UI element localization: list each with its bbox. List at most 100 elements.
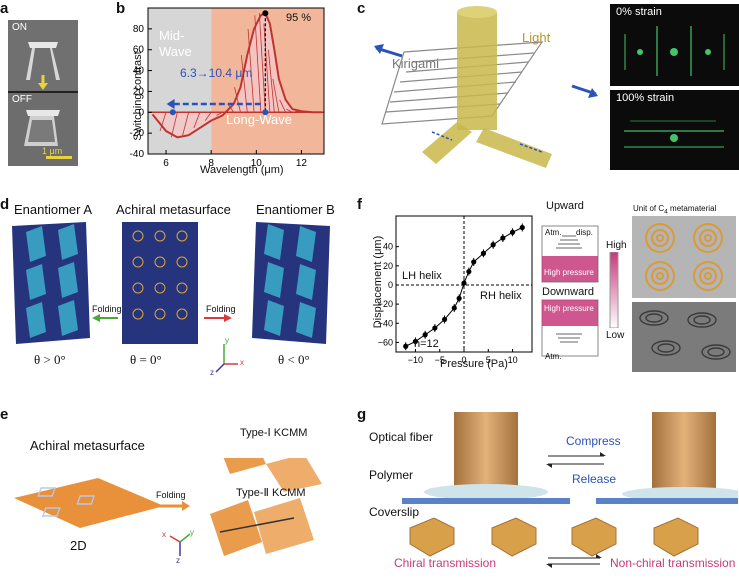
chart-f-series <box>403 223 525 351</box>
data-point <box>466 268 472 275</box>
data-point <box>422 332 428 338</box>
axis-y-d: y <box>225 336 229 345</box>
coverslip-label: Coverslip <box>369 505 420 519</box>
upward-label: Upward <box>546 200 584 212</box>
data-point <box>490 242 496 248</box>
hatch-line <box>247 28 255 113</box>
percent-label: 95 % <box>286 12 312 24</box>
fiber-illustration <box>402 412 738 568</box>
theta-b-label: θ < 0° <box>278 352 310 367</box>
n-label: n=12 <box>414 338 439 350</box>
panel-label-d: d <box>0 196 10 213</box>
y-tick-label: 80 <box>133 24 145 35</box>
y-tick-label-f: −20 <box>378 299 393 309</box>
y-axis-label: Switching contrast <box>132 51 144 141</box>
c4-unit-title-post: metamaterial <box>667 204 717 213</box>
kcmm-illustration <box>14 458 322 556</box>
hatch-line <box>193 112 201 129</box>
off-label: OFF <box>12 94 32 105</box>
x-tick-label: 12 <box>296 158 308 169</box>
x-axis-label: Wavelength (μm) <box>200 164 284 176</box>
hatch-line <box>234 87 241 113</box>
chiral-label: Chiral transmission <box>394 556 497 570</box>
twod-label: 2D <box>70 538 87 553</box>
diffraction-100-strain <box>610 90 739 170</box>
folding-left-label: Folding <box>92 304 122 314</box>
data-point <box>451 305 457 311</box>
atm-bottom-label: Atm. <box>545 352 562 361</box>
kirigami-illustration <box>374 6 598 168</box>
data-point <box>471 259 477 265</box>
pressure-label: Pressure (Pa) <box>440 358 508 370</box>
x-tick-label-f: −10 <box>408 355 423 365</box>
displacement-label: Displacement (μm) <box>372 235 384 329</box>
y-tick-label: -20 <box>130 128 145 139</box>
shift-start-marker <box>169 109 176 116</box>
polymer-label: Polymer <box>369 468 414 482</box>
nonchiral-label: Non-chiral transmission <box>610 556 736 570</box>
peak-marker <box>262 10 269 17</box>
lh-helix-label: LH helix <box>402 270 442 282</box>
x-tick-label-f: 5 <box>486 355 491 365</box>
y-tick-label: 60 <box>133 45 145 56</box>
panel-label-b: b <box>116 0 126 17</box>
x-tick-label-f: 0 <box>461 355 466 365</box>
high-pressure-bottom: High pressure <box>544 304 594 313</box>
long-wave-label: Long-Wave <box>226 112 292 127</box>
sem-image-panel-a <box>8 20 78 166</box>
light-label: Light <box>522 30 551 45</box>
data-point <box>480 250 487 256</box>
chart-fill <box>148 10 324 139</box>
panel-label-e: e <box>0 406 9 423</box>
hatch-line <box>279 99 287 113</box>
shift-label: 6.3→10.4 μm <box>180 66 253 80</box>
kirigami-label: Kirigami <box>392 56 439 71</box>
x-tick-label: 10 <box>251 158 263 169</box>
data-point <box>509 229 516 235</box>
theta-0-label: θ = 0° <box>130 352 162 367</box>
c4-unit-title-pre: Unit of C <box>633 204 665 213</box>
data-point <box>441 316 448 323</box>
mid-wave-line2: Wave <box>159 44 192 59</box>
panel-label-a: a <box>0 0 9 17</box>
folding-right-label: Folding <box>206 304 236 314</box>
c4-unit-title-sub: 4 <box>664 208 668 216</box>
shift-end-marker <box>262 109 269 116</box>
release-label: Release <box>572 472 617 486</box>
y-tick-label-f: −40 <box>378 318 393 328</box>
high-pressure-top: High pressure <box>544 268 594 277</box>
y-tick-label: 0 <box>138 107 144 118</box>
enantiomer-a-label: Enantiomer A <box>14 202 93 217</box>
atm-top-label: Atm. <box>545 228 562 237</box>
rh-helix-label: RH helix <box>480 290 522 302</box>
hatch-line <box>254 15 262 113</box>
c4-unit-title: Unit of C4 metamaterial <box>633 204 716 216</box>
y-tick-label-f: 20 <box>383 261 393 271</box>
panel-label-f: f <box>357 196 362 213</box>
data-point <box>456 295 462 301</box>
mid-wave-line1: Mid- <box>159 28 185 43</box>
on-label: ON <box>12 22 27 33</box>
series-fill <box>152 13 322 138</box>
achiral-array <box>122 222 198 344</box>
type1-label: Type-Ⅰ KCMM <box>240 427 308 439</box>
y-tick-label: 40 <box>133 66 145 77</box>
shift-arrowhead <box>166 98 175 109</box>
data-point <box>519 224 525 231</box>
theta-a-label: θ > 0° <box>34 352 66 367</box>
panel-label-g: g <box>357 406 367 423</box>
pressure-colorbar <box>609 252 619 328</box>
high-label: High <box>606 240 627 251</box>
enantiomer-b-array <box>252 222 330 344</box>
strain0-label: 0% strain <box>616 6 662 18</box>
x-tick-label: 6 <box>163 158 169 169</box>
downward-label: Downward <box>542 286 594 298</box>
diffraction-0-strain <box>610 4 739 86</box>
data-point <box>500 235 506 241</box>
panel-label-c: c <box>357 0 366 17</box>
hatch-line <box>258 13 266 113</box>
data-point <box>461 280 467 286</box>
low-label: Low <box>606 330 625 341</box>
metasurface-arrays <box>12 222 330 344</box>
